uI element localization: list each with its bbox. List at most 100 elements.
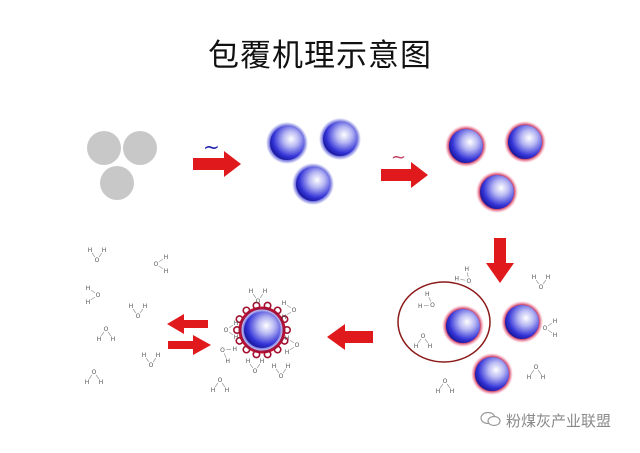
atom-label: H (225, 387, 230, 394)
surfactant-head (280, 315, 289, 324)
water-molecule: H HO (88, 247, 107, 264)
atom-label: O (256, 298, 261, 305)
watermark-text: 粉煤灰产业联盟 (506, 412, 612, 430)
left-arrow-icon (327, 324, 373, 350)
coated-particles-in-water (442, 301, 543, 395)
atom-label: H (88, 247, 93, 254)
blue-particle (323, 122, 357, 156)
water-molecule: HHO (455, 266, 472, 285)
atom-label: H (553, 332, 558, 339)
atom-label: H (164, 254, 169, 261)
atom-label: O (543, 325, 548, 332)
right-arrow-icon (168, 335, 211, 355)
atom-label: H (272, 363, 277, 370)
atom-label: H (111, 336, 116, 343)
atom-label: H (232, 346, 237, 353)
atom-label: H (129, 303, 134, 310)
atom-label: H (102, 247, 107, 254)
atom-label: H (86, 299, 91, 306)
water-molecule: HHO (285, 335, 300, 356)
atom-label: H (464, 266, 469, 273)
coated-particle (508, 125, 542, 159)
atom-label: O (218, 377, 223, 384)
atom-label: O (295, 342, 300, 349)
atom-label: H (211, 387, 216, 394)
right-arrow-icon (381, 162, 428, 188)
surfactant-head (273, 345, 282, 354)
atom-label: H (532, 274, 537, 281)
coated-particle (446, 309, 480, 343)
water-molecule: HHO (86, 285, 101, 306)
water-molecule: H HO (246, 358, 265, 375)
coated-particle (480, 175, 514, 209)
right-arrow-icon (193, 151, 241, 177)
water-molecule: HHO (85, 369, 104, 386)
water-molecule: H HO (142, 352, 161, 369)
atom-label: H (99, 379, 104, 386)
water-molecule: HHO (436, 378, 455, 395)
atom-label: H (450, 388, 455, 395)
surfactant-head (235, 336, 244, 345)
atom-label: H (246, 358, 251, 365)
gray-particle (87, 131, 121, 165)
atom-label: H (428, 343, 433, 350)
atom-label: O (96, 292, 101, 299)
coated-particle (505, 305, 539, 339)
atom-label: H (164, 268, 169, 275)
gray-particle (123, 131, 157, 165)
water-molecule: HHO (224, 320, 239, 341)
water-molecule: HHO (220, 346, 237, 365)
atom-label: H (285, 349, 290, 356)
uncoated-particles (87, 131, 157, 200)
atom-label: H (282, 314, 287, 321)
atom-label: O (95, 257, 100, 264)
surfactant-head (280, 336, 289, 345)
atom-label: O (534, 364, 539, 371)
atom-label: O (154, 261, 159, 268)
surfactant-head (273, 306, 282, 315)
atom-label: H (553, 318, 558, 325)
atom-label: H (156, 352, 161, 359)
water-molecule: H HO (211, 377, 230, 394)
blue-particle (270, 126, 304, 160)
atom-label: O (92, 369, 97, 376)
left-arrow-icon (167, 314, 208, 334)
atom-label: H (455, 276, 460, 283)
atom-label: O (253, 368, 258, 375)
atom-label: O (466, 278, 471, 285)
atom-label: O (279, 373, 284, 380)
atom-label: O (430, 302, 435, 309)
atom-label: H (249, 288, 254, 295)
water-molecule: HHO (414, 333, 433, 350)
surfactant-head (242, 306, 251, 315)
tilde-symbol: ~ (391, 147, 406, 168)
atom-label: H (285, 335, 290, 342)
tilde-symbol: ~ (203, 135, 220, 159)
coated-particle (475, 357, 509, 391)
atom-label: H (142, 352, 147, 359)
blue-particle (296, 167, 330, 201)
atom-label: O (292, 307, 297, 314)
surfactant-head (242, 345, 251, 354)
water-molecule: HHO (154, 254, 169, 275)
page-title: 包覆机理示意图 (208, 38, 432, 74)
atom-label: H (418, 303, 423, 310)
watermark: 粉煤灰产业联盟 (480, 410, 611, 431)
core-particle (244, 312, 280, 348)
atom-label: H (286, 363, 291, 370)
water-molecule: HHO (282, 300, 297, 321)
hydrated-coated-particle (233, 301, 291, 359)
gray-particle (100, 166, 134, 200)
activated-particles (266, 118, 361, 205)
atom-label: H (425, 291, 430, 298)
atom-label: H (234, 334, 239, 341)
atom-label: O (149, 362, 154, 369)
atom-label: H (541, 374, 546, 381)
atom-label: H (260, 358, 265, 365)
atom-label: H (436, 388, 441, 395)
